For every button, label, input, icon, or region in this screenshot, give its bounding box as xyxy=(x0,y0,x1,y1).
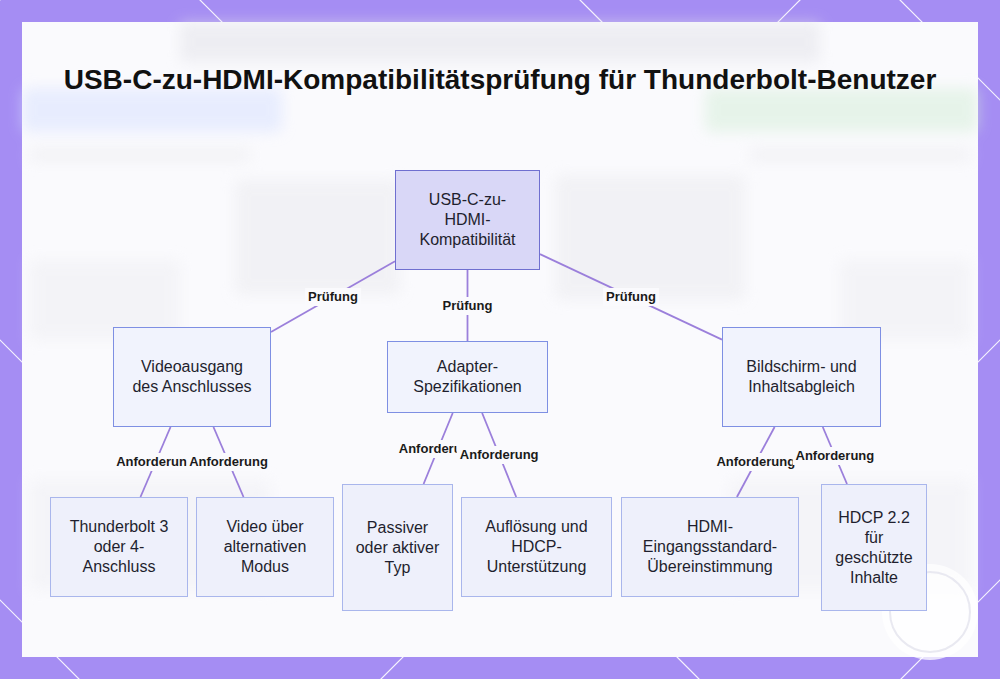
requirement-box: Video über alternativen Modus xyxy=(196,497,334,597)
edge-label: Prüfung xyxy=(603,288,659,306)
node-text: Adapter-Spezifikationen xyxy=(400,357,535,397)
edge-label: Anforderung xyxy=(713,453,798,471)
requirement-box: Auflösung und HDCP-Unterstützung xyxy=(461,497,612,597)
requirement-box: Passiver oder aktiver Typ xyxy=(342,484,453,611)
edge-label: Anforderung xyxy=(186,453,271,471)
requirement-box: Thunderbolt 3 oder 4-Anschluss xyxy=(50,497,188,597)
node-text: USB-C-zu-HDMI-Kompatibilität xyxy=(412,190,523,250)
requirement-box: HDMI-Eingangsstandard-Übereinstimmung xyxy=(621,497,799,597)
node-text: Passiver oder aktiver Typ xyxy=(355,518,440,578)
root-box: USB-C-zu-HDMI-Kompatibilität xyxy=(395,170,540,270)
node-text: Video über alternativen Modus xyxy=(209,517,321,577)
diagram-title: USB-C-zu-HDMI-Kompatibilitätsprüfung für… xyxy=(0,62,1000,98)
category-box: Adapter-Spezifikationen xyxy=(387,341,548,413)
node-text: Auflösung und HDCP-Unterstützung xyxy=(474,517,599,577)
connector-line xyxy=(271,261,395,332)
node-text: HDMI-Eingangsstandard-Übereinstimmung xyxy=(634,517,786,577)
requirement-box: HDCP 2.2 für geschützte Inhalte xyxy=(821,484,927,611)
node-text: Thunderbolt 3 oder 4-Anschluss xyxy=(63,517,175,577)
connector-line xyxy=(540,254,722,340)
edge-label: Anforderung xyxy=(113,453,198,471)
category-box: Bildschirm- und Inhaltsabgleich xyxy=(722,327,881,427)
category-box: Videoausgang des Anschlusses xyxy=(113,327,271,427)
node-text: Videoausgang des Anschlusses xyxy=(126,357,258,397)
edge-label: Anforderung xyxy=(457,446,542,464)
edge-label: Prüfung xyxy=(305,288,361,306)
edge-label: Prüfung xyxy=(440,297,496,315)
node-text: Bildschirm- und Inhaltsabgleich xyxy=(735,357,868,397)
edge-label: Anforderung xyxy=(793,447,878,465)
node-text: HDCP 2.2 für geschützte Inhalte xyxy=(834,508,914,588)
